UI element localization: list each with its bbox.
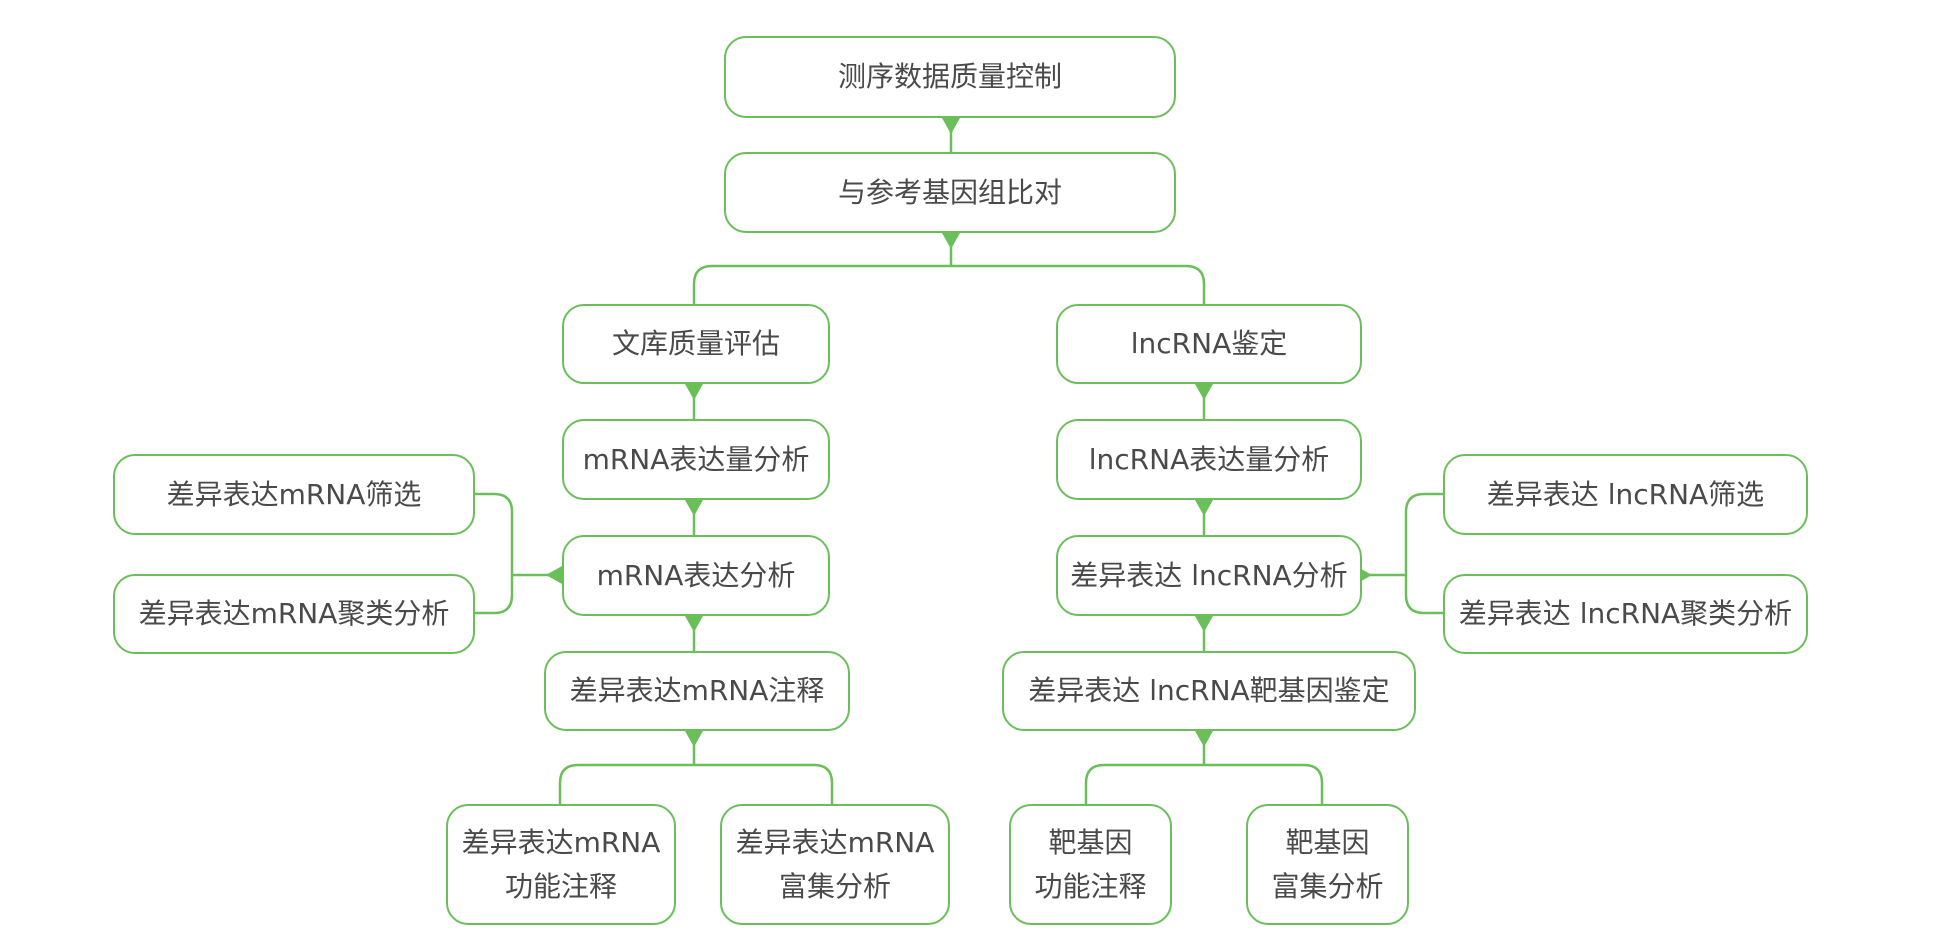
node-label: 差异表达 lncRNA聚类分析 [1458, 597, 1793, 630]
arrow-mrnaquant [685, 500, 703, 516]
node-label: 差异表达mRNA筛选 [166, 477, 422, 511]
link-annot-branches [558, 763, 834, 804]
node-label-line2: 富集分析 [778, 869, 891, 903]
node-library-qc: 文库质量评估 [562, 304, 830, 384]
link-mrna-side-bracket [475, 492, 514, 615]
arrow-mrnaanalysis [685, 616, 703, 632]
node-target-function: 靶基因 功能注释 [1009, 804, 1172, 925]
node-label: 差异表达mRNA注释 [569, 674, 825, 707]
node-label: 差异表达mRNA聚类分析 [138, 597, 450, 630]
node-label: lncRNA鉴定 [1130, 327, 1288, 360]
arrow-libqc [685, 384, 703, 400]
node-mrna-expression-analysis: mRNA表达分析 [562, 535, 830, 616]
node-label: lncRNA表达量分析 [1088, 442, 1330, 476]
node-label: 测序数据质量控制 [837, 60, 1062, 93]
node-de-lncrna-screening: 差异表达 lncRNA筛选 [1443, 454, 1808, 535]
node-label-line1: 靶基因 [1048, 825, 1133, 859]
node-label: 与参考基因组比对 [837, 175, 1062, 209]
node-label-line2: 功能注释 [1034, 869, 1147, 903]
node-de-mrna-screening: 差异表达mRNA筛选 [113, 454, 475, 535]
node-de-mrna-enrichment: 差异表达mRNA 富集分析 [720, 804, 950, 925]
node-sequencing-qc: 测序数据质量控制 [724, 36, 1176, 118]
node-label-line1: 差异表达mRNA [461, 825, 661, 859]
node-mrna-expression-quant: mRNA表达量分析 [562, 419, 830, 500]
node-de-mrna-function: 差异表达mRNA 功能注释 [446, 804, 676, 925]
arrow-lncid [1195, 384, 1213, 400]
arrow-align [942, 233, 960, 249]
node-label-line1: 差异表达mRNA [735, 825, 935, 859]
node-de-lncrna-analysis: 差异表达 lncRNA分析 [1056, 535, 1362, 616]
node-label: 差异表达 lncRNA筛选 [1486, 477, 1765, 511]
node-de-lncrna-target-identification: 差异表达 lncRNA靶基因鉴定 [1002, 651, 1416, 731]
arrow-annot [685, 731, 703, 747]
node-label-line2: 富集分析 [1271, 869, 1384, 903]
arrow-target [1195, 731, 1213, 747]
link-lnc-side-bracket [1404, 492, 1443, 615]
node-de-mrna-annotation: 差异表达mRNA注释 [544, 651, 850, 731]
node-label: 差异表达 lncRNA靶基因鉴定 [1028, 674, 1390, 707]
node-label: mRNA表达分析 [596, 558, 796, 592]
node-label: 文库质量评估 [611, 327, 780, 360]
node-de-lncrna-clustering: 差异表达 lncRNA聚类分析 [1443, 574, 1808, 654]
arrow-mrna-side [546, 566, 562, 584]
node-label-line2: 功能注释 [504, 869, 617, 903]
node-de-mrna-clustering: 差异表达mRNA聚类分析 [113, 574, 475, 654]
node-reference-alignment: 与参考基因组比对 [724, 152, 1176, 233]
node-label-line1: 靶基因 [1285, 825, 1370, 859]
arrow-qc [942, 118, 960, 134]
node-label: mRNA表达量分析 [582, 442, 810, 476]
node-lncrna-identification: lncRNA鉴定 [1056, 304, 1362, 384]
node-target-enrichment: 靶基因 富集分析 [1246, 804, 1409, 925]
node-lncrna-expression-quant: lncRNA表达量分析 [1056, 419, 1362, 500]
link-split-horizontal [692, 264, 1206, 304]
node-label: 差异表达 lncRNA分析 [1070, 558, 1348, 592]
arrow-delnc [1195, 616, 1213, 632]
link-target-branches [1084, 763, 1324, 804]
arrow-lncquant [1195, 500, 1213, 516]
